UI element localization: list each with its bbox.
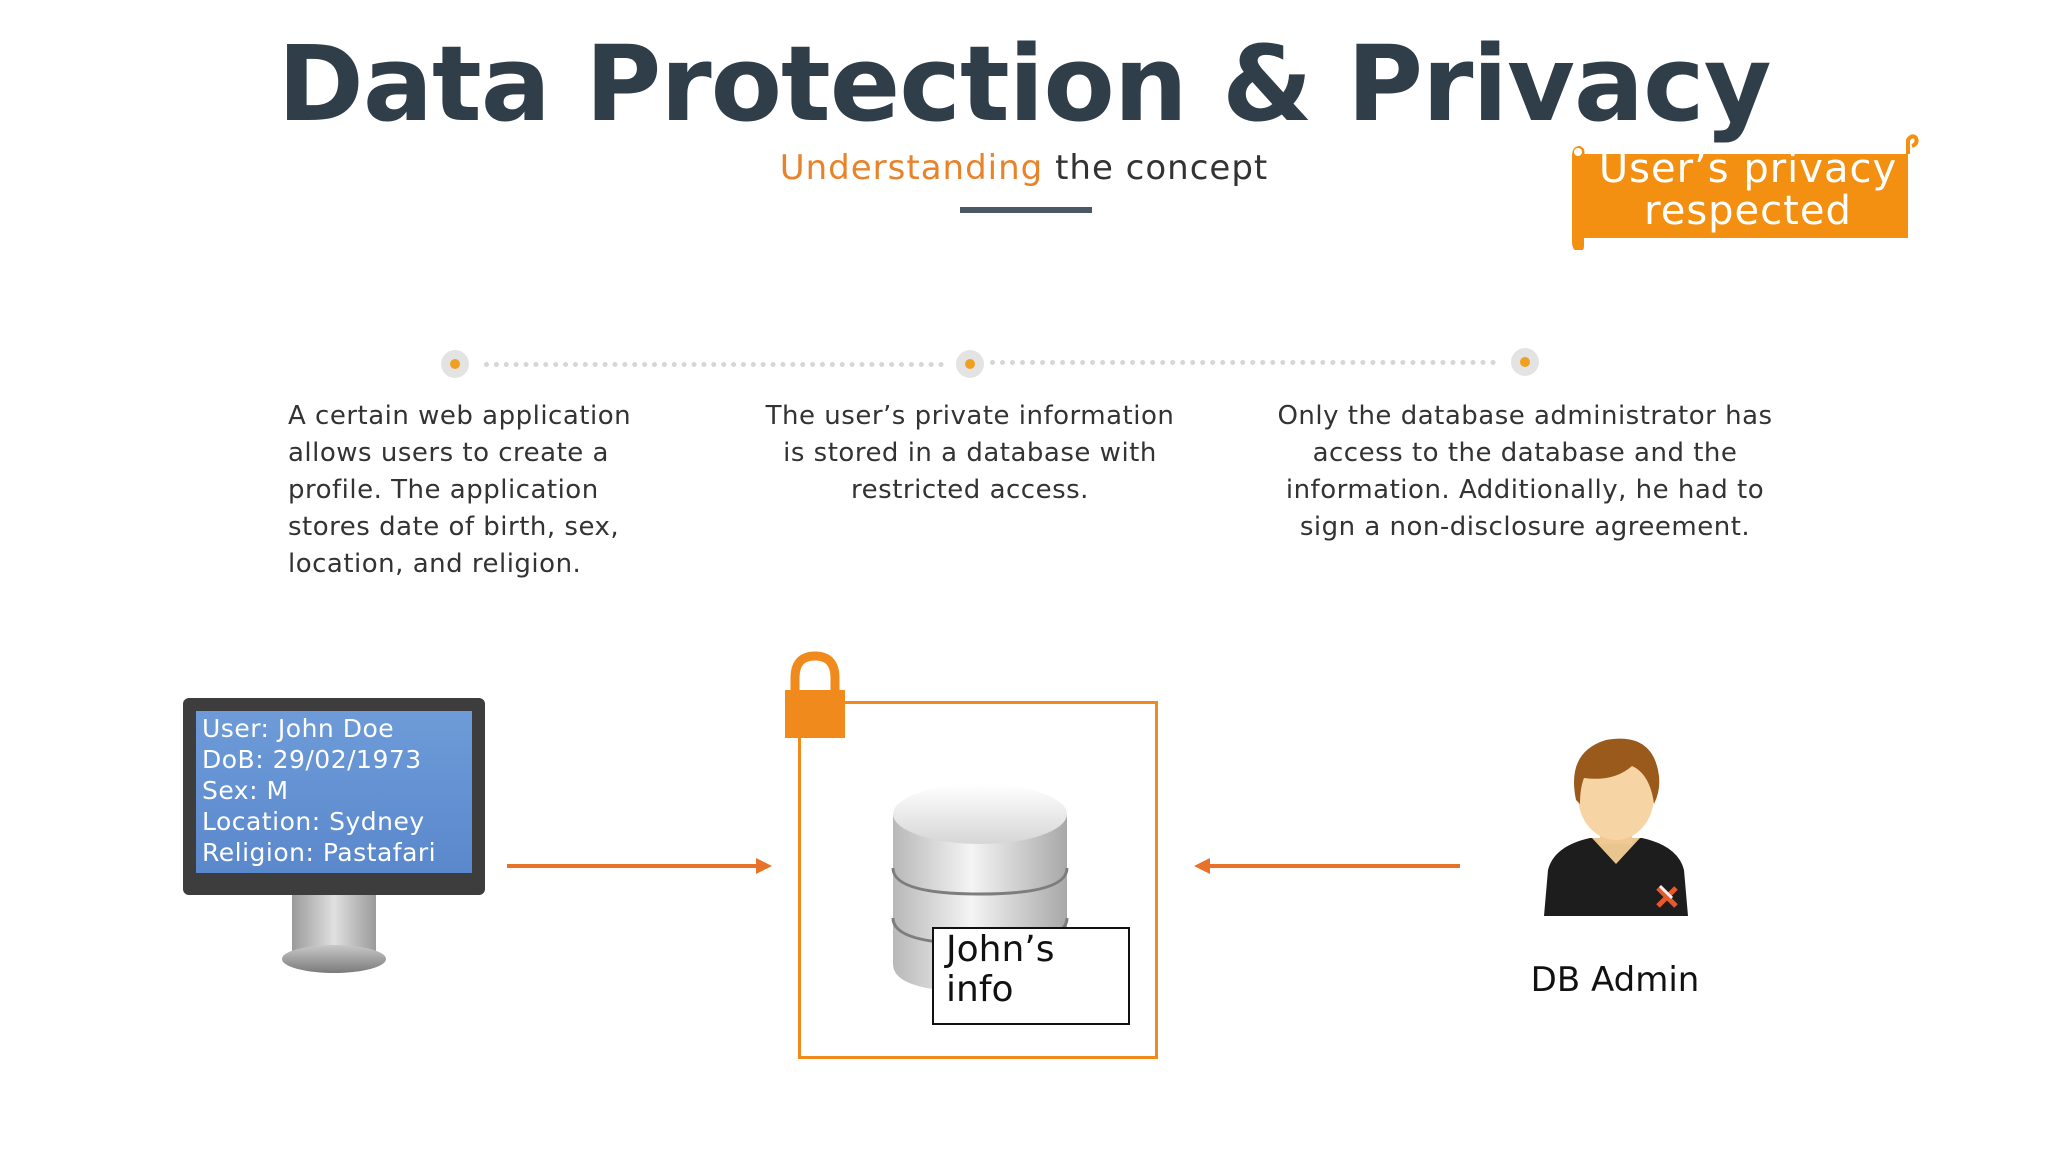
record-label-line-1: John’s [946,929,1055,970]
title-underline [960,207,1092,213]
record-label-line-2: info [946,969,1014,1010]
arrow-head-left-icon [1194,858,1210,874]
scroll-banner-icon [1572,134,1919,250]
page-subtitle: Understanding the concept [0,148,2048,188]
profile-religion: Religion: Pastafari [202,838,437,867]
timeline-node-1 [441,350,469,378]
monitor-base [282,945,386,973]
subtitle-accent: Understanding [779,148,1044,188]
banner-line-1: User’s privacy [1598,146,1898,192]
record-label: John’s info [946,930,1126,1010]
step-1-text: A certain web application allows users t… [288,401,632,579]
profile-location: Location: Sydney [202,807,425,836]
subtitle-rest: the concept [1043,148,1269,188]
banner-text: User’s privacy respected [1588,148,1908,232]
lock-icon [785,651,845,738]
profile-sex: Sex: M [202,776,289,805]
timeline-dots-1 [484,362,944,367]
profile-user: User: John Doe [202,714,395,743]
timeline-dots-2 [990,360,1496,365]
record-label-box [932,927,1130,1025]
page-title: Data Protection & Privacy [277,23,1771,145]
timeline-node-3 [1511,348,1539,376]
monitor-screen [196,711,472,873]
profile-dob: DoB: 29/02/1973 [202,745,422,774]
admin-label: DB Admin [1530,960,1700,1000]
arrow-from-admin [1206,864,1460,868]
timeline-node-2 [956,350,984,378]
step-3-text: Only the database administrator has acce… [1277,401,1773,542]
step-2-text: The user’s private information is stored… [765,401,1175,505]
arrow-head-right-icon [756,858,772,874]
restricted-database-box [798,701,1158,1059]
banner-line-2: respected [1644,188,1852,234]
profile-details: User: John Doe DoB: 29/02/1973 Sex: M Lo… [202,713,472,868]
admin-avatar-icon [1544,738,1688,916]
arrow-to-database [507,864,765,868]
